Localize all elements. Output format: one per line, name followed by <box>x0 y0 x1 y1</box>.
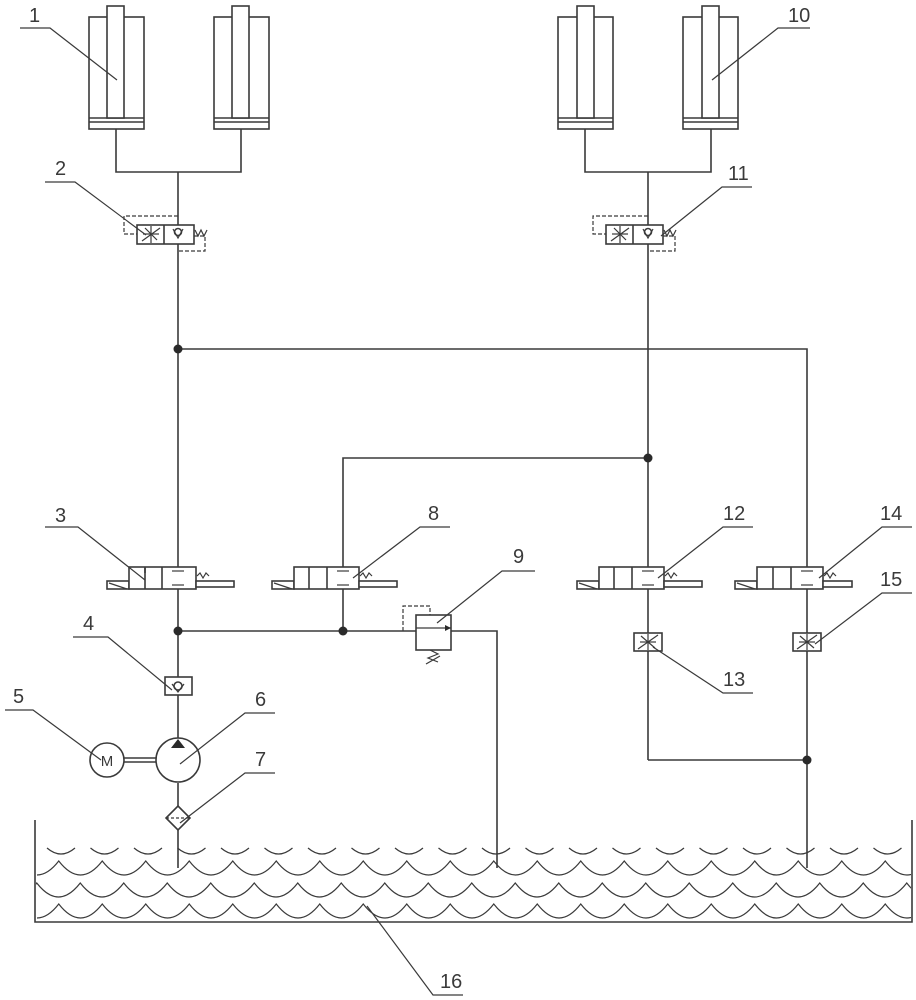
oil-wave <box>220 847 250 855</box>
oil-wave <box>307 847 337 855</box>
junction-dot <box>173 344 183 354</box>
oil-wave <box>351 847 380 855</box>
label-7: 7 <box>255 749 266 771</box>
oil-wave <box>264 847 293 855</box>
cylinder-1b <box>213 5 270 130</box>
label-15: 15 <box>880 569 902 591</box>
oil-wave <box>786 847 815 855</box>
oil-wave <box>36 882 911 898</box>
solenoid-valve-12 <box>576 566 703 590</box>
oil-wave <box>394 847 424 855</box>
oil-wave <box>829 847 859 855</box>
label-14: 14 <box>880 503 902 525</box>
junction-dot <box>173 626 183 636</box>
relief-valve-9 <box>402 605 452 665</box>
cylinder-1-manifold <box>115 129 242 173</box>
cylinder-10b <box>682 5 739 130</box>
oil-wave <box>36 903 911 919</box>
pump-6 <box>155 737 201 783</box>
oil-wave <box>873 847 902 855</box>
cylinder-10a <box>557 5 614 130</box>
oil-wave <box>699 847 728 855</box>
junction-dot <box>802 755 812 765</box>
junction-dot <box>643 453 653 463</box>
label-2: 2 <box>55 158 66 180</box>
label-13: 13 <box>723 669 745 691</box>
line-relief-return <box>451 630 498 868</box>
oil-wave <box>568 847 598 855</box>
check-valve-4 <box>164 676 193 696</box>
label-11: 11 <box>728 163 749 185</box>
cylinder-1a <box>88 5 145 130</box>
motor-5: M <box>89 742 125 778</box>
oil-tank-16 <box>34 820 913 923</box>
label-12: 12 <box>723 503 745 525</box>
oil-waves <box>36 847 911 919</box>
oil-wave <box>525 847 554 855</box>
label-9: 9 <box>513 546 524 568</box>
label-1: 1 <box>29 5 40 27</box>
cylinder-10-manifold <box>584 129 712 173</box>
line-top-crossover <box>178 348 808 567</box>
oil-wave <box>90 847 119 855</box>
oil-wave <box>177 847 206 855</box>
line-valve8-up <box>342 457 648 567</box>
label-3: 3 <box>55 505 66 527</box>
label-6: 6 <box>255 689 266 711</box>
oil-wave <box>46 847 76 855</box>
label-5: 5 <box>13 686 24 708</box>
oil-wave <box>612 847 641 855</box>
oil-wave <box>36 860 911 876</box>
oil-wave <box>438 847 467 855</box>
solenoid-valve-8 <box>271 566 398 590</box>
motor-symbol: M <box>101 753 114 770</box>
label-10: 10 <box>788 5 810 27</box>
label-16: 16 <box>440 971 462 993</box>
throttle-valve-15 <box>792 632 822 652</box>
label-8: 8 <box>428 503 439 525</box>
oil-wave <box>481 847 511 855</box>
oil-wave <box>133 847 163 855</box>
throttle-valve-13 <box>633 632 663 652</box>
filter-7 <box>164 804 192 832</box>
junction-dot <box>338 626 348 636</box>
solenoid-valve-14 <box>734 566 853 590</box>
oil-wave <box>742 847 772 855</box>
throttle-check-valve-11 <box>592 215 677 252</box>
label-4: 4 <box>83 613 94 635</box>
callouts: 1 2 3 4 5 6 7 8 9 10 11 12 13 <box>5 5 912 996</box>
throttle-check-valve-2 <box>123 215 208 252</box>
oil-wave <box>655 847 685 855</box>
solenoid-valve-3 <box>106 566 235 590</box>
